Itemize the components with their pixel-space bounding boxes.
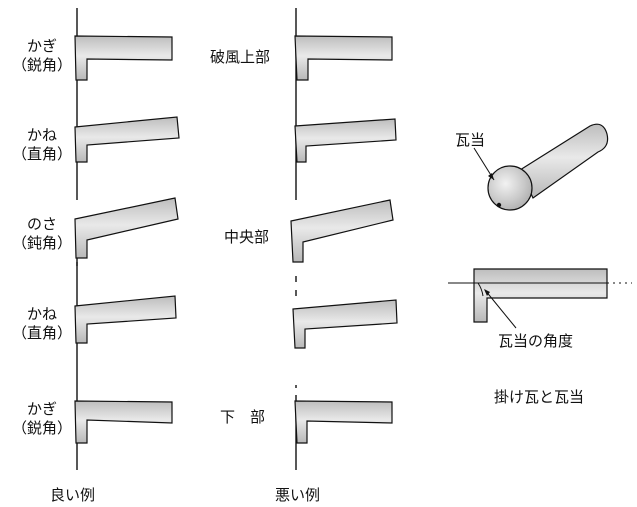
bad-tile-5 xyxy=(294,400,393,444)
section-label-middle: 中央部 xyxy=(224,228,270,246)
good-tile-4 xyxy=(74,295,177,344)
detail-caption: 掛け瓦と瓦当 xyxy=(494,388,585,406)
good-tile-1 xyxy=(74,35,173,81)
section-label-bottom: 下 部 xyxy=(220,408,266,426)
bad-caption: 悪い例 xyxy=(275,486,321,504)
good-caption: 良い例 xyxy=(50,486,96,504)
bad-tile-4 xyxy=(292,299,398,349)
good-label-3: のさ（鈍角） xyxy=(12,215,73,252)
good-tile-2 xyxy=(74,116,180,163)
good-label-5: かぎ（鋭角） xyxy=(12,400,73,437)
bad-tile-2 xyxy=(294,118,397,163)
good-label-2: かね（直角） xyxy=(12,126,73,163)
section-label-top: 破風上部 xyxy=(210,48,271,66)
bad-tile-3 xyxy=(290,199,394,263)
good-label-1: かぎ（鋭角） xyxy=(12,37,73,74)
angle-label: 瓦当の角度 xyxy=(498,332,574,350)
round-end-tile xyxy=(487,123,609,211)
verge-tile-detail xyxy=(448,268,632,329)
good-label-4: かね（直角） xyxy=(12,305,73,342)
good-tile-5 xyxy=(74,400,173,444)
bad-tile-1 xyxy=(294,35,393,81)
good-tile-3 xyxy=(74,197,179,259)
round-tile-label: 瓦当 xyxy=(455,131,486,149)
round-tile-pointer xyxy=(473,147,495,181)
